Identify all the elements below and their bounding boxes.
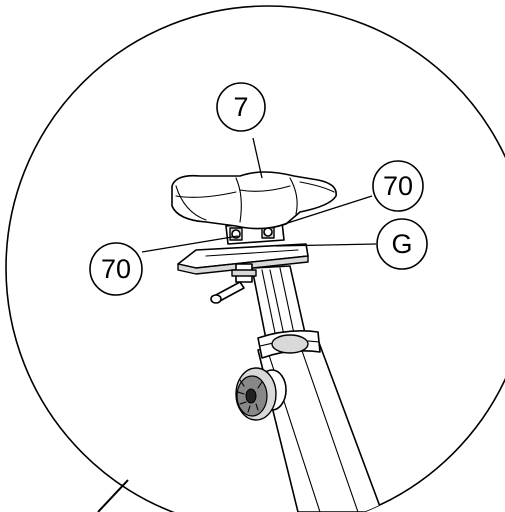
callout-seat: 7 [216, 82, 266, 132]
clamp-collar [257, 330, 321, 359]
adjustment-knob [235, 367, 287, 421]
slider-lever [210, 281, 245, 304]
detail-leader-line [97, 479, 129, 512]
frame-tube [257, 339, 383, 512]
callout-slider: G [376, 218, 428, 270]
callout-slider-label: G [391, 229, 412, 259]
callout-bolt-right: 70 [372, 160, 424, 212]
callout-bolt-left: 70 [89, 242, 143, 296]
detail-circle [5, 5, 505, 512]
leader-bolt-right [271, 195, 373, 229]
leader-bolt-left [141, 235, 239, 253]
callout-bolt-left-label: 70 [101, 254, 131, 284]
callout-bolt-right-label: 70 [383, 171, 413, 201]
callout-seat-label: 7 [233, 92, 248, 122]
leader-slider [275, 243, 377, 247]
saddle [171, 171, 337, 230]
slider-clamp [231, 263, 257, 283]
leader-seat [252, 137, 263, 179]
